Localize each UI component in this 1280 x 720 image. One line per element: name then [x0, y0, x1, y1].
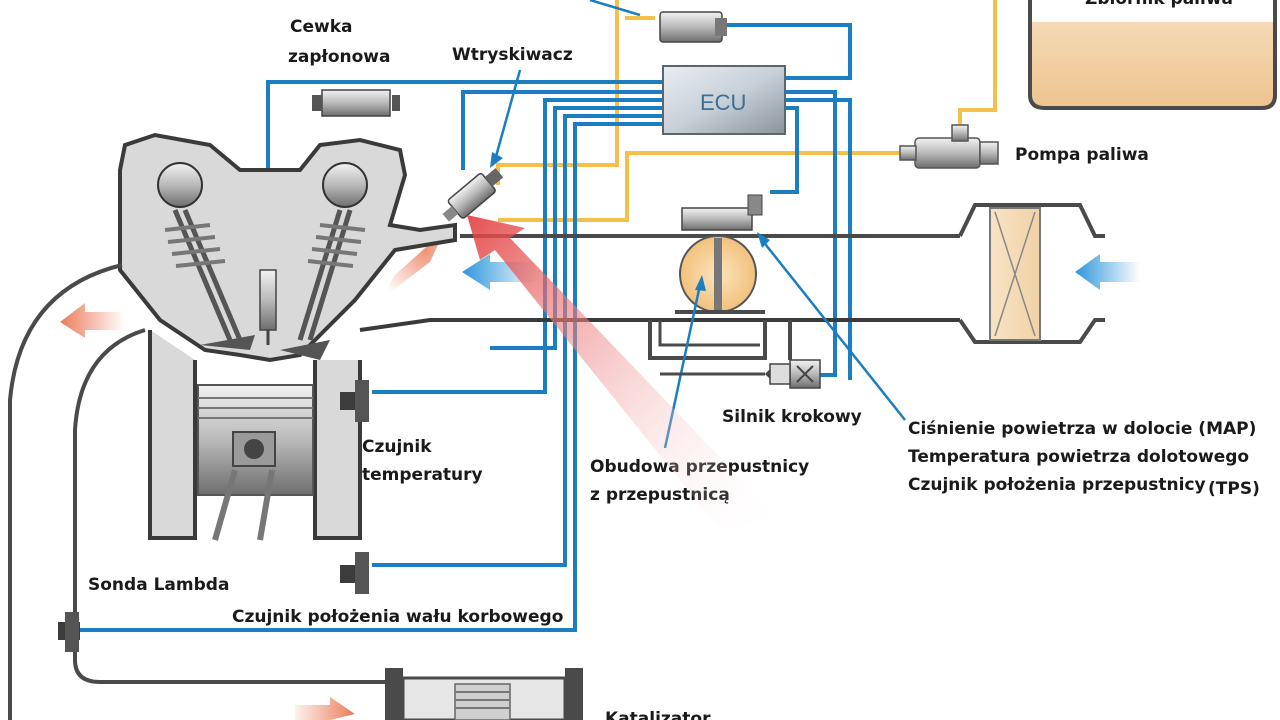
- ecu-box: ECU: [662, 65, 786, 135]
- catalyst-label: Katalizator: [605, 709, 711, 720]
- temperature-sensor: Czujnik temperatury: [340, 380, 483, 485]
- crankshaft-sensor: Czujnik położenia wału korbowego: [232, 552, 563, 627]
- ignition-coil-label-line2: zapłonowa: [288, 47, 390, 67]
- lambda-sensor: Sonda Lambda: [58, 575, 229, 652]
- temp-sensor-label-line2: temperatury: [362, 465, 483, 485]
- injector-label: Wtryskiwacz: [452, 45, 573, 65]
- stepper-motor: Silnik krokowy: [660, 359, 862, 427]
- catalytic-converter: Katalizator: [385, 668, 711, 720]
- intake-air-temp-label: Temperatura powietrza dolotowego: [908, 447, 1249, 467]
- exhaust-flow-arrow-bottom: [295, 697, 355, 720]
- map-pointer-head: [757, 232, 770, 248]
- ignition-coil: Cewka zapłonowa: [288, 17, 400, 117]
- engine-head: [118, 132, 960, 541]
- stepper-motor-label: Silnik krokowy: [722, 407, 862, 427]
- fuel-tank-label: Zbiornik paliwa: [1085, 0, 1233, 9]
- exhaust-valve: [280, 162, 368, 360]
- fuel-pump-label: Pompa paliwa: [1015, 145, 1149, 165]
- intake-flow-arrow-right: [1075, 254, 1140, 290]
- exhaust-flow-arrow-top: [60, 303, 125, 338]
- fuel-pump: Pompa paliwa: [899, 124, 1149, 169]
- tps-label-line1: Czujnik położenia przepustnicy: [908, 475, 1206, 495]
- fuel-tank: Zbiornik paliwa: [1028, 0, 1277, 110]
- fuel-spray: [380, 230, 445, 300]
- spark-plug: [259, 269, 277, 345]
- signal-wires: [76, 23, 852, 632]
- top-pointer-line: [589, 0, 641, 17]
- intake-valve: [157, 162, 255, 350]
- air-filter-cross: [994, 211, 1036, 337]
- ecu-label: ECU: [700, 90, 746, 115]
- ignition-coil-label-line1: Cewka: [290, 17, 353, 37]
- air-fuel-big-arrow: [467, 215, 780, 530]
- fuel-pressure-regulator: [659, 11, 727, 43]
- map-sensor-label: Ciśnienie powietrza w dolocie (MAP): [908, 419, 1256, 439]
- tps-label-line2: (TPS): [1208, 479, 1260, 499]
- injector: Wtryskiwacz: [380, 45, 573, 300]
- lambda-label: Sonda Lambda: [88, 575, 229, 595]
- map-pointer-line: [761, 239, 906, 421]
- exhaust-pipe: [8, 263, 385, 720]
- temp-sensor-label-line1: Czujnik: [362, 437, 432, 457]
- crank-sensor-label: Czujnik położenia wału korbowego: [232, 607, 563, 627]
